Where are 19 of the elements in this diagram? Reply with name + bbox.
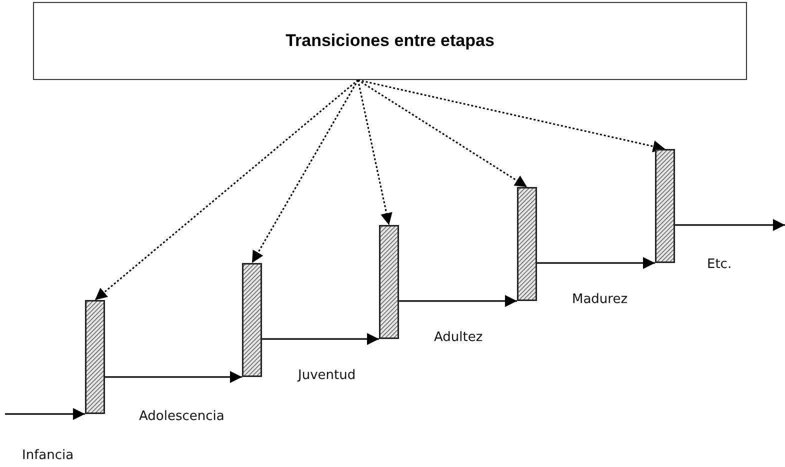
- dotted-arrow: [251, 80, 359, 264]
- title-text: Transiciones entre etapas: [286, 31, 494, 51]
- stage-label: Etc.: [707, 257, 732, 272]
- arrow: [399, 295, 517, 307]
- stage-label: Juventud: [298, 368, 356, 383]
- stage-label: Madurez: [572, 292, 628, 307]
- arrow: [675, 219, 785, 231]
- dotted-arrow: [358, 79, 666, 152]
- stage-label: Adolescencia: [139, 409, 224, 424]
- arrow: [262, 333, 379, 345]
- dotted-arrow: [357, 80, 392, 226]
- stage-label: Adultez: [434, 330, 483, 345]
- dotted-arrow: [358, 79, 528, 188]
- arrow: [5, 408, 85, 420]
- title-box: [33, 2, 747, 80]
- dotted-arrow: [94, 79, 358, 301]
- arrow: [537, 257, 655, 269]
- stage-label: Infancia: [22, 448, 74, 463]
- arrow: [105, 371, 242, 383]
